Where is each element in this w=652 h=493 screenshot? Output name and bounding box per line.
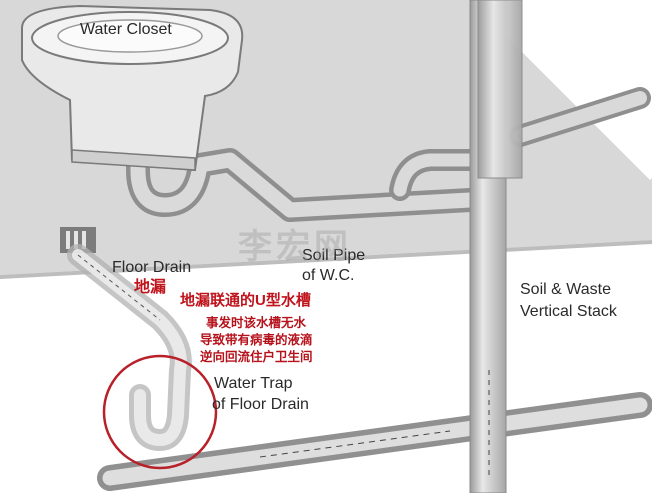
label-floor-drain-cn: 地漏	[134, 279, 167, 296]
label-stack-line2: Vertical Stack	[520, 303, 617, 320]
label-water-closet: Water Closet	[80, 21, 172, 38]
label-soil-pipe-line2: of W.C.	[302, 267, 355, 284]
label-water-trap-line2: of Floor Drain	[212, 396, 309, 413]
note-line-2: 导致带有病毒的液滴	[200, 333, 313, 347]
water-closet-fixture	[21, 4, 244, 172]
label-soil-pipe-line1: Soil Pipe	[302, 247, 366, 264]
note-line-3: 逆向回流住户卫生间	[200, 350, 313, 364]
label-water-trap-line1: Water Trap	[214, 375, 293, 392]
trap-highlight-circle	[102, 354, 218, 470]
label-u-trap-cn: 地漏联通的U型水槽	[180, 292, 311, 309]
rear-vertical-pipe	[477, 0, 523, 179]
label-stack-line1: Soil & Waste	[520, 281, 611, 298]
note-line-1: 事发时该水槽无水	[206, 316, 307, 330]
watermark: 李宏网	[238, 228, 352, 266]
label-floor-drain: Floor Drain	[112, 259, 192, 276]
